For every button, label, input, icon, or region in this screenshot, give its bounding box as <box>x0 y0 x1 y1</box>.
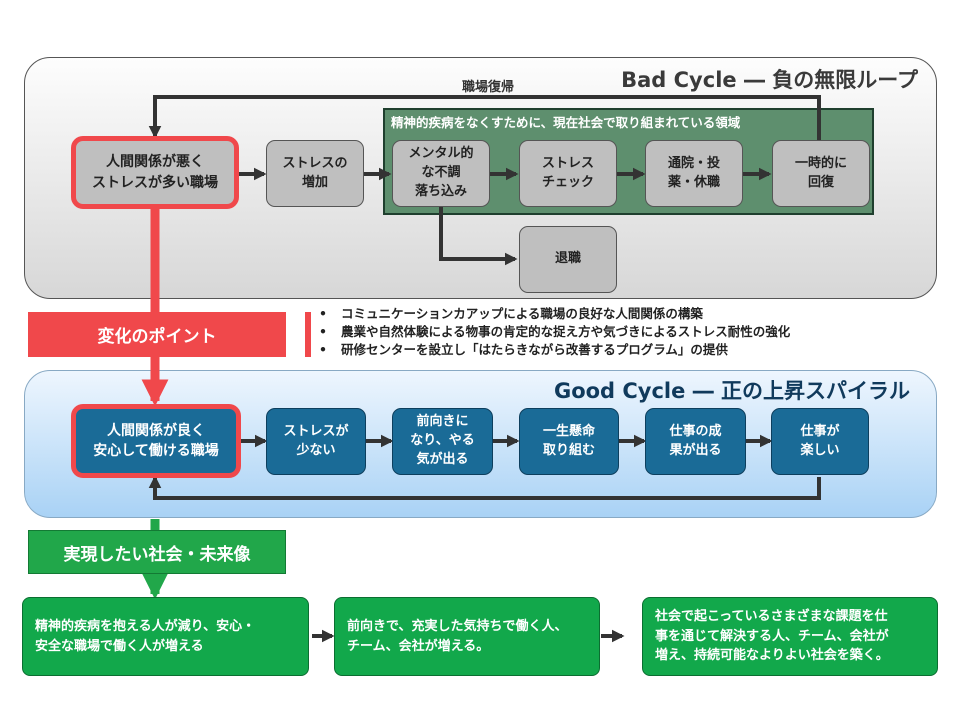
results-box: 仕事の成果が出る <box>645 408 746 475</box>
vision-box-3: 社会で起こっているさまざまな課題を仕事を通じて解決する人、チーム、会社が増え、持… <box>642 597 938 676</box>
change-point-item: コミュニケーションカアップによる職場の良好な人間関係の構築 <box>319 305 790 323</box>
exit-arrow <box>439 206 518 266</box>
current-efforts-region-label: 精神的疾病をなくすために、現在社会で取り組まれている領域 <box>391 115 741 130</box>
change-point-marker <box>305 312 311 357</box>
hard-work-box: 一生懸命取り組む <box>519 408 619 475</box>
change-point-list: コミュニケーションカアップによる職場の良好な人間関係の構築 農業や自然体験による… <box>319 305 790 359</box>
enjoy-work-box: 仕事が楽しい <box>771 408 869 475</box>
change-point-item: 研修センターを設立し「はたらきながら改善するプログラム」の提供 <box>319 341 790 359</box>
mental-slump-box: メンタル的な不調落ち込み <box>392 140 490 207</box>
future-society-label: 実現したい社会・未来像 <box>28 530 286 574</box>
change-point-item: 農業や自然体験による物事の肯定的な捉え方や気づきによるストレス耐性の強化 <box>319 323 790 341</box>
good-loop-arrow <box>148 475 821 500</box>
vision-box-2: 前向きで、充実した気持ちで働く人、チーム、会社が増える。 <box>334 597 600 676</box>
return-to-work-label: 職場復帰 <box>462 80 515 95</box>
stress-increase-box: ストレスの増加 <box>266 140 364 207</box>
low-stress-box: ストレスが少ない <box>266 408 366 475</box>
treatment-leave-box: 通院・投薬・休職 <box>645 140 743 207</box>
bad-cycle-title: Bad Cycle ― 負の無限ループ <box>621 68 918 92</box>
good-workplace-box: 人間関係が良く安心して働ける職場 <box>71 404 241 478</box>
change-point-label: 変化のポイント <box>28 312 286 357</box>
vision-box-1: 精神的疾病を抱える人が減り、安心・安全な職場で働く人が増える <box>22 597 309 676</box>
temporary-recovery-box: 一時的に回復 <box>772 140 870 207</box>
motivated-box: 前向きになり、やる気が出る <box>392 408 493 475</box>
stress-check-box: ストレスチェック <box>519 140 617 207</box>
bad-workplace-box: 人間関係が悪くストレスが多い職場 <box>71 136 239 209</box>
return-loop-arrow <box>148 95 821 140</box>
good-cycle-title: Good Cycle ― 正の上昇スパイラル <box>553 379 910 403</box>
resignation-box: 退職 <box>519 226 617 293</box>
